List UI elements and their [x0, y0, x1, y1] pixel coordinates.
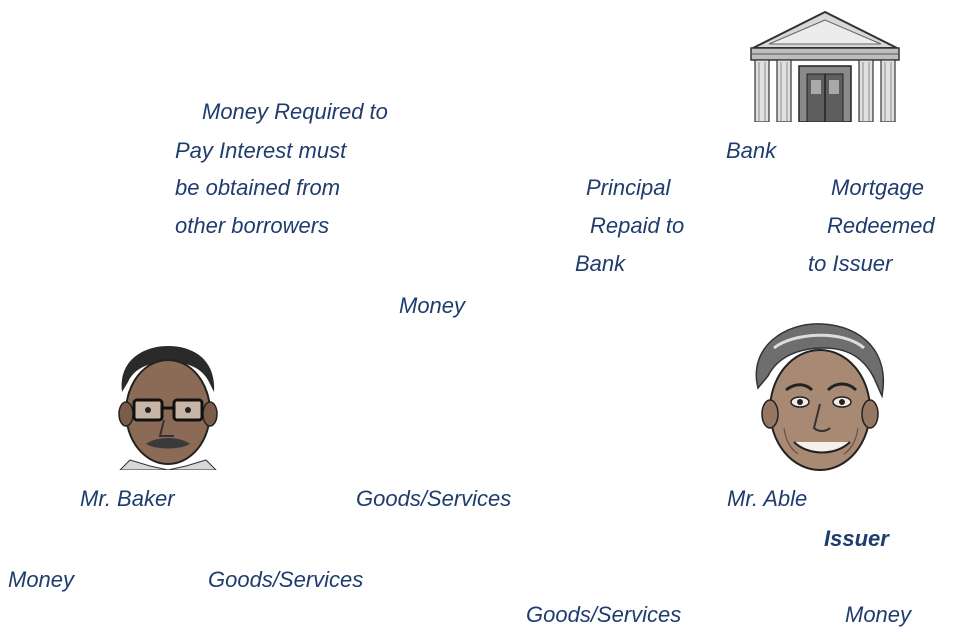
- mortgage-label-line1: Mortgage: [831, 175, 924, 200]
- principal-label-line1: Principal: [586, 175, 671, 200]
- mr-baker-label: Mr. Baker: [80, 486, 175, 511]
- money-bottom-left-label: Money: [8, 567, 75, 592]
- goods-services-center-label: Goods/Services: [356, 486, 512, 511]
- goods-services-bottom-right-label: Goods/Services: [526, 602, 682, 627]
- interest-label-line4: other borrowers: [175, 213, 330, 238]
- money-center-label: Money: [399, 293, 466, 318]
- bank-building-icon: [745, 10, 905, 122]
- principal-label-line3: Bank: [575, 251, 626, 276]
- interest-label-line1: Money Required to: [202, 99, 388, 124]
- interest-label-line2: Pay Interest must: [175, 138, 347, 163]
- goods-services-bottom-left-label: Goods/Services: [208, 567, 364, 592]
- issuer-label: Issuer: [824, 526, 889, 551]
- mr-able-portrait: [744, 318, 894, 478]
- bank-label: Bank: [726, 138, 777, 163]
- interest-label-line3: be obtained from: [175, 175, 341, 200]
- principal-label-line2: Repaid to: [590, 213, 685, 238]
- money-bottom-right-label: Money: [845, 602, 912, 627]
- mortgage-label-line2: Redeemed: [827, 213, 935, 238]
- mr-baker-portrait: [104, 340, 230, 470]
- mortgage-label-line3: to Issuer: [808, 251, 893, 276]
- mr-able-label: Mr. Able: [727, 486, 808, 511]
